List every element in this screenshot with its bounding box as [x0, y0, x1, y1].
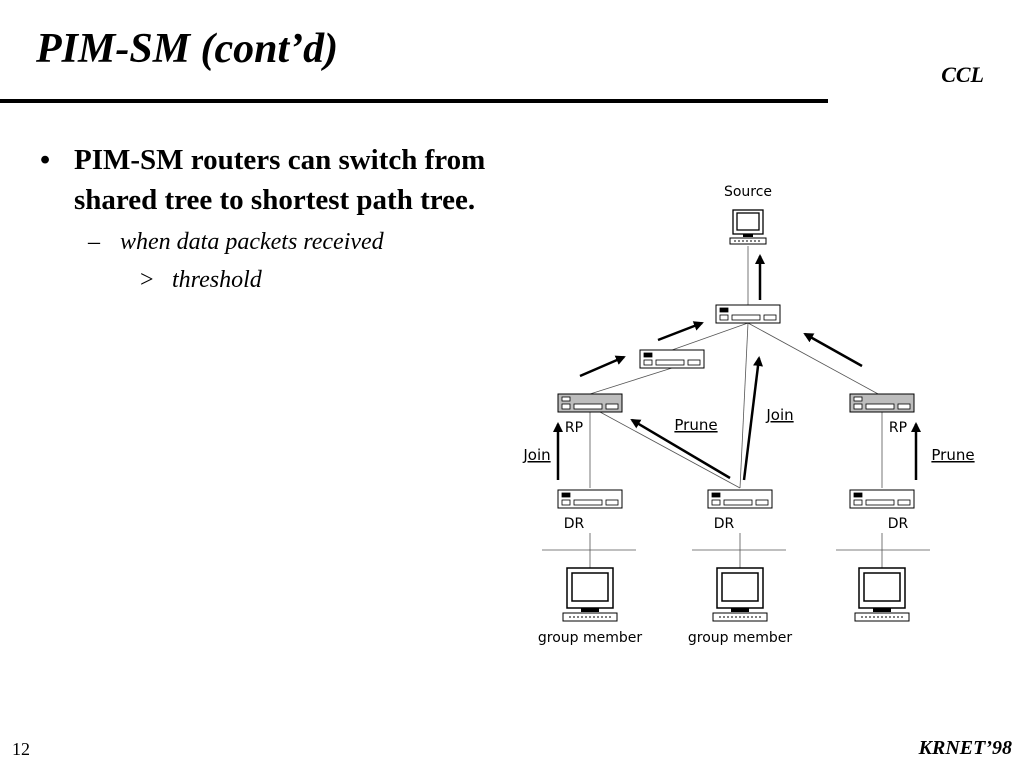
- bullet-marker: –: [88, 229, 100, 255]
- prune-label-right: Prune: [931, 446, 974, 464]
- source-label: Source: [724, 184, 772, 200]
- title-divider: [0, 99, 828, 103]
- router-middle: [639, 349, 705, 369]
- pim-sm-diagram: Source RP RP DR DR DR group member group…: [522, 184, 974, 646]
- slide-title: PIM-SM (cont’d): [36, 26, 339, 72]
- group-member-label-left: group member: [538, 630, 642, 646]
- rp-router-left: [557, 393, 623, 413]
- bullet-level3: > threshold: [40, 264, 510, 296]
- org-label: CCL: [941, 62, 984, 87]
- dr-router-left: [557, 489, 623, 509]
- bullet-level2: – when data packets received: [40, 226, 510, 258]
- prune-label-center: Prune: [674, 416, 717, 434]
- bullet-text: PIM-SM routers can switch from shared tr…: [74, 144, 486, 216]
- flow-arrows: [553, 254, 921, 481]
- router-top: [715, 304, 781, 324]
- arrow-rp-to-middle: [579, 355, 626, 378]
- group-member-computer-icon-right: [854, 567, 910, 622]
- group-member-computer-icon-center: [712, 567, 768, 622]
- page-number: 12: [12, 739, 30, 759]
- bullet-marker: >: [140, 267, 154, 293]
- group-member-computer-icon-left: [562, 567, 618, 622]
- rp-label-right: RP: [889, 420, 907, 436]
- join-label-center: Join: [765, 406, 793, 424]
- arrow-prune-center: [630, 418, 731, 480]
- network-links: [542, 246, 930, 568]
- join-label-left: Join: [522, 446, 550, 464]
- bullet-text: when data packets received: [120, 229, 384, 255]
- bullet-marker: •: [40, 144, 51, 176]
- dr-label-right: DR: [888, 516, 909, 532]
- rp-router-right: [849, 393, 915, 413]
- arrow-right-to-top: [803, 332, 863, 368]
- group-member-label-center: group member: [688, 630, 792, 646]
- source-computer-icon: [729, 209, 767, 245]
- bullet-level1: • PIM-SM routers can switch from shared …: [40, 140, 510, 220]
- dr-label-center: DR: [714, 516, 735, 532]
- bullet-text: threshold: [172, 267, 262, 293]
- footer-label: KRNET’98: [918, 737, 1012, 759]
- bullet-list: • PIM-SM routers can switch from shared …: [40, 140, 510, 296]
- dr-label-left: DR: [564, 516, 585, 532]
- arrow-join-center: [742, 356, 763, 481]
- rp-label-left: RP: [565, 420, 583, 436]
- dr-router-center: [707, 489, 773, 509]
- arrow-middle-to-top: [657, 321, 704, 342]
- dr-router-right: [849, 489, 915, 509]
